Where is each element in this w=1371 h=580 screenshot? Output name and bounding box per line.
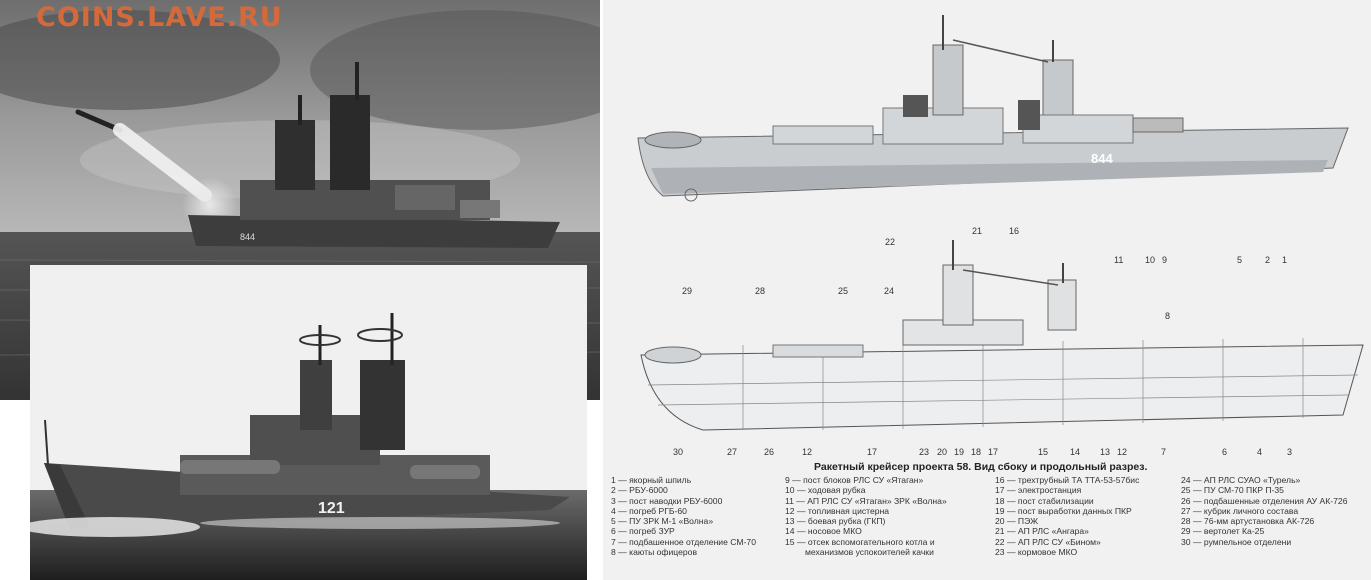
callout-13: 13 bbox=[1100, 447, 1111, 457]
legend-item: 15 — отсек вспомогательного котла и bbox=[785, 536, 935, 547]
callout-15: 15 bbox=[1038, 447, 1049, 457]
callout-17b: 17 bbox=[988, 447, 999, 457]
callout-20: 20 bbox=[937, 447, 948, 457]
legend-item: 6 — погреб ЗУР bbox=[611, 526, 675, 537]
callout-23: 23 bbox=[919, 447, 930, 457]
drawing-caption: Ракетный крейсер проекта 58. Вид сбоку и… bbox=[814, 461, 1148, 473]
legend-item: 25 — ПУ СМ-70 ПКР П-35 bbox=[1181, 485, 1284, 496]
legend-item: 11 — АП РЛС СУ «Ятаган» ЗРК «Волна» bbox=[785, 495, 947, 506]
legend-item: 2 — РБУ-6000 bbox=[611, 485, 668, 496]
legend-item: механизмов успокоителей качки bbox=[805, 547, 934, 558]
callout-29: 29 bbox=[682, 286, 693, 296]
legend-column-3: 16 — трехтрубный ТА ТТА-53-57бис 17 — эл… bbox=[995, 475, 1139, 557]
side-view-hull-number: 844 bbox=[1091, 151, 1113, 166]
side-view-drawing: 844 bbox=[637, 15, 1349, 202]
legend-item: 23 — кормовое МКО bbox=[995, 547, 1078, 558]
legend-column-2: 9 — пост блоков РЛС СУ «Ятаган» 10 — ход… bbox=[785, 475, 947, 557]
cruiser-at-sea-illustration: 121 bbox=[30, 265, 587, 580]
callout-12a: 12 bbox=[802, 447, 813, 457]
callout-22: 22 bbox=[885, 237, 896, 247]
callout-8: 8 bbox=[1165, 311, 1171, 321]
legend-item: 3 — пост наводки РБУ-6000 bbox=[611, 495, 723, 506]
legend-item: 22 — АП РЛС СУ «Бином» bbox=[995, 536, 1101, 547]
top-photo-hull-number: 844 bbox=[240, 232, 255, 242]
legend-item: 26 — подбашенные отделения АУ АК-726 bbox=[1181, 495, 1348, 506]
legend-item: 29 — вертолет Ка-25 bbox=[1181, 526, 1265, 537]
legend-item: 18 — пост стабилизации bbox=[995, 495, 1094, 506]
bottom-photo-hull-number: 121 bbox=[318, 500, 345, 517]
legend-item: 19 — пост выработки данных ПКР bbox=[995, 505, 1132, 516]
longitudinal-section-drawing bbox=[640, 240, 1364, 431]
callout-10: 10 bbox=[1145, 255, 1156, 265]
callout-3: 3 bbox=[1287, 447, 1293, 457]
callout-28: 28 bbox=[755, 286, 766, 296]
legend-item: 24 — АП РЛС СУАО «Турель» bbox=[1181, 475, 1301, 485]
legend-item: 20 — ПЭЖ bbox=[995, 516, 1039, 527]
watermark-logo: COINS.LAVE.RU bbox=[36, 2, 283, 33]
legend-item: 5 — ПУ ЗРК М-1 «Волна» bbox=[611, 516, 714, 527]
legend-item: 4 — погреб РГБ-60 bbox=[611, 505, 687, 516]
callout-6: 6 bbox=[1222, 447, 1228, 457]
callout-14: 14 bbox=[1070, 447, 1081, 457]
legend-item: 17 — электростанция bbox=[995, 485, 1082, 496]
callout-16: 16 bbox=[1009, 226, 1020, 236]
legend-item: 8 — каюты офицеров bbox=[611, 547, 698, 558]
callout-4: 4 bbox=[1257, 447, 1263, 457]
callout-7: 7 bbox=[1161, 447, 1167, 457]
callout-24: 24 bbox=[884, 286, 895, 296]
callout-11: 11 bbox=[1114, 255, 1124, 265]
legend-column-1: 1 — якорный шпиль 2 — РБУ-6000 3 — пост … bbox=[611, 475, 756, 557]
callout-25: 25 bbox=[838, 286, 849, 296]
technical-drawing-panel: 844 22 21 16 11 10 9 5 2 1 29 28 2 bbox=[603, 0, 1371, 580]
callout-30: 30 bbox=[673, 447, 684, 457]
callout-26: 26 bbox=[764, 447, 775, 457]
callout-5: 5 bbox=[1237, 255, 1243, 265]
legend-item: 30 — румпельное отделени bbox=[1181, 536, 1292, 547]
legend-item: 21 — АП РЛС «Ангара» bbox=[995, 526, 1089, 537]
legend-item: 1 — якорный шпиль bbox=[611, 475, 692, 485]
legend-item: 10 — ходовая рубка bbox=[785, 485, 866, 496]
legend-item: 14 — носовое МКО bbox=[785, 526, 862, 537]
legend-item: 28 — 76-мм артустановка АК-726 bbox=[1181, 516, 1315, 527]
cruiser-at-sea-photo: 121 bbox=[30, 265, 587, 580]
legend-item: 7 — подбашенное отделение СМ-70 bbox=[611, 536, 756, 547]
callout-27: 27 bbox=[727, 447, 738, 457]
callout-17a: 17 bbox=[867, 447, 878, 457]
callout-9: 9 bbox=[1162, 255, 1168, 265]
legend-column-4: 24 — АП РЛС СУАО «Турель» 25 — ПУ СМ-70 … bbox=[1181, 475, 1347, 547]
legend-item: 12 — топливная цистерна bbox=[785, 505, 890, 516]
callout-19: 19 bbox=[954, 447, 965, 457]
legend-item: 9 — пост блоков РЛС СУ «Ятаган» bbox=[785, 475, 924, 485]
callout-12b: 12 bbox=[1117, 447, 1128, 457]
callout-21: 21 bbox=[972, 226, 983, 236]
callout-1: 1 bbox=[1282, 255, 1288, 265]
legend-item: 27 — кубрик личного состава bbox=[1181, 505, 1299, 516]
callout-18: 18 bbox=[971, 447, 982, 457]
callout-2: 2 bbox=[1265, 255, 1271, 265]
legend-item: 13 — боевая рубка (ГКП) bbox=[785, 516, 886, 527]
legend-item: 16 — трехтрубный ТА ТТА-53-57бис bbox=[995, 475, 1140, 485]
